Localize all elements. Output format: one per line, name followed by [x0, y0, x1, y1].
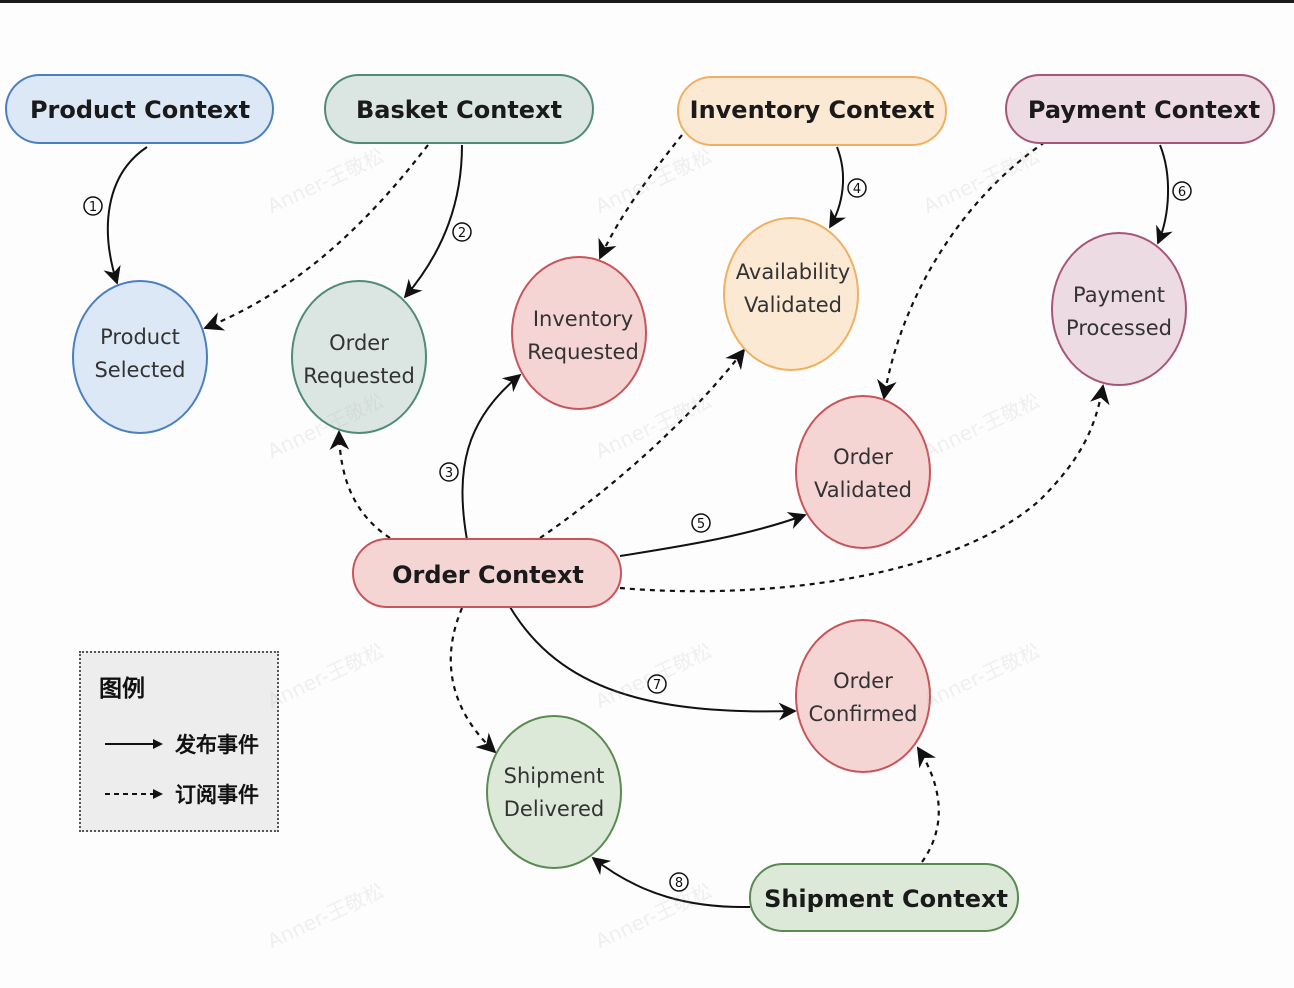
svg-text:1: 1 — [89, 200, 97, 215]
event-label-line: Inventory — [533, 307, 633, 331]
event-label-line: Availability — [736, 260, 850, 284]
legend-row-publish: 发布事件 — [105, 729, 259, 759]
event-label-line: Requested — [303, 364, 415, 388]
edge-order-to-order-confirmed — [509, 606, 797, 721]
edge-payment-to-order-validated — [877, 141, 1046, 400]
context-label: Order Context — [392, 561, 584, 589]
event-label-line: Validated — [744, 293, 842, 317]
step-marker-7: 7 — [647, 674, 667, 694]
event-label-line: Order — [833, 445, 893, 469]
context-payment[interactable]: Payment Context — [1005, 74, 1275, 144]
edge-product-to-product-selected — [103, 146, 148, 285]
context-basket[interactable]: Basket Context — [324, 74, 594, 144]
context-label: Inventory Context — [690, 96, 935, 124]
window-top-bar — [0, 0, 1294, 3]
step-marker-2: 2 — [452, 222, 472, 242]
step-marker-8: 8 — [669, 872, 689, 892]
svg-text:5: 5 — [697, 517, 705, 532]
step-markers: 1 2 3 4 5 6 7 8 — [83, 178, 1192, 892]
edge-order-to-shipment-delivered — [449, 607, 497, 754]
context-shipment[interactable]: Shipment Context — [749, 863, 1019, 932]
edge-basket-to-product-selected — [203, 144, 429, 331]
event-label-line: Product — [100, 325, 180, 349]
legend-subscribe-label: 订阅事件 — [175, 783, 259, 807]
svg-text:2: 2 — [458, 226, 466, 241]
step-marker-5: 5 — [691, 513, 711, 533]
step-marker-6: 6 — [1172, 181, 1192, 201]
edge-order-to-order-requested — [329, 430, 391, 539]
event-order-confirmed[interactable]: Order Confirmed — [795, 619, 931, 773]
event-availability-validated[interactable]: Availability Validated — [723, 217, 859, 371]
event-order-requested[interactable]: Order Requested — [291, 280, 427, 434]
legend-publish-label: 发布事件 — [175, 733, 259, 757]
edge-order-to-inventory-requested — [461, 373, 522, 541]
event-shipment-delivered[interactable]: Shipment Delivered — [486, 715, 622, 869]
step-marker-3: 3 — [439, 462, 459, 482]
legend-title: 图例 — [99, 676, 145, 702]
edge-shipment-to-shipment-delivered — [591, 856, 751, 909]
svg-text:6: 6 — [1178, 185, 1186, 200]
edges — [103, 134, 1173, 909]
event-label-line: Delivered — [504, 797, 605, 821]
context-inventory[interactable]: Inventory Context — [677, 76, 947, 146]
edge-inventory-to-inventory-requested — [598, 134, 683, 260]
event-inventory-requested[interactable]: Inventory Requested — [511, 256, 647, 410]
edge-order-to-availability-validated — [539, 348, 746, 539]
event-label-line: Payment — [1073, 283, 1165, 307]
event-payment-processed[interactable]: Payment Processed — [1051, 232, 1187, 386]
edge-order-to-order-validated — [619, 512, 807, 557]
edge-inventory-to-availability-validated — [829, 146, 846, 229]
dashed-arrow-icon — [105, 789, 163, 799]
event-label-line: Processed — [1066, 316, 1172, 340]
svg-text:4: 4 — [853, 182, 861, 197]
step-marker-4: 4 — [847, 178, 867, 198]
svg-text:7: 7 — [653, 678, 661, 693]
event-label-line: Requested — [527, 340, 639, 364]
edge-shipment-to-order-confirmed — [916, 746, 940, 863]
legend-row-subscribe: 订阅事件 — [105, 779, 259, 809]
context-order[interactable]: Order Context — [352, 538, 622, 608]
context-label: Basket Context — [356, 96, 562, 124]
context-label: Payment Context — [1028, 96, 1260, 124]
event-label-line: Order — [833, 669, 893, 693]
context-label: Shipment Context — [764, 885, 1008, 913]
event-label-line: Order — [329, 331, 389, 355]
solid-arrow-icon — [105, 739, 163, 749]
step-marker-1: 1 — [83, 196, 103, 216]
context-label: Product Context — [30, 96, 250, 124]
legend-box: 图例 发布事件 订阅事件 — [79, 651, 279, 832]
edge-payment-to-payment-processed — [1156, 144, 1173, 245]
event-order-validated[interactable]: Order Validated — [795, 395, 931, 549]
event-label-line: Selected — [94, 358, 185, 382]
svg-text:8: 8 — [675, 876, 683, 891]
event-label-line: Validated — [814, 478, 912, 502]
event-product-selected[interactable]: Product Selected — [72, 280, 208, 434]
event-label-line: Shipment — [504, 764, 605, 788]
edge-basket-to-order-requested — [403, 144, 463, 299]
event-label-line: Confirmed — [808, 702, 917, 726]
svg-text:3: 3 — [445, 466, 453, 481]
context-product[interactable]: Product Context — [5, 74, 274, 144]
